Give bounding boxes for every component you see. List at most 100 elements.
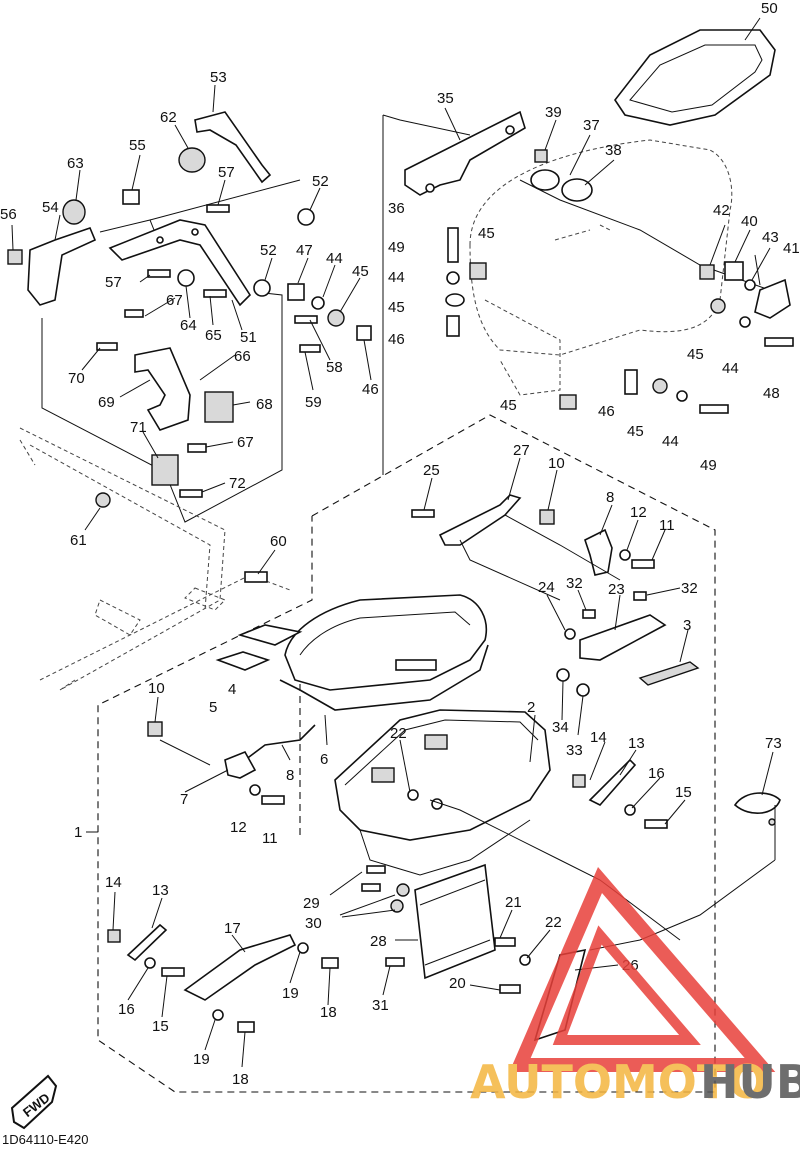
part-70-bolt [96, 342, 118, 351]
part-15-screw-a [644, 819, 668, 829]
part-71-stay [151, 454, 179, 486]
callout-62: 62 [160, 109, 177, 126]
callout-66: 66 [234, 348, 251, 365]
part-6-lid [284, 594, 487, 691]
part-19-washer-b [212, 1009, 224, 1021]
callout-3: 3 [683, 617, 691, 634]
callout-22a: 22 [390, 725, 407, 742]
part-2-case-latch-a [371, 767, 395, 783]
part-3-emblem [638, 661, 700, 686]
part-62-grommet [178, 147, 206, 173]
callout-36: 36 [388, 200, 405, 217]
part-24-washer [564, 628, 576, 640]
callout-7: 7 [180, 791, 188, 808]
leader-lines [11, 17, 776, 1068]
callout-10b: 10 [148, 680, 165, 697]
part-6-lid-handle [395, 659, 437, 671]
part-11-screw-a [631, 559, 655, 569]
part-40-latch [724, 261, 744, 281]
callout-10a: 10 [548, 455, 565, 472]
callout-42: 42 [713, 202, 730, 219]
callout-16a: 16 [648, 765, 665, 782]
callout-45d: 45 [687, 346, 704, 363]
part-8-latch-a [584, 528, 613, 576]
part-68-block [204, 391, 234, 423]
part-6-lid-seal [279, 644, 489, 711]
part-21-bolt [494, 937, 516, 947]
callout-24: 24 [538, 579, 555, 596]
part-9-rod [244, 724, 316, 761]
part-42-nut [699, 264, 715, 280]
callout-46b: 46 [598, 403, 615, 420]
fasteners-right [445, 227, 794, 414]
callout-70: 70 [68, 370, 85, 387]
watermark-triangle-icon [509, 866, 776, 1072]
callout-67a: 67 [166, 292, 183, 309]
bracket-group-outline [41, 291, 283, 523]
callout-15b: 15 [152, 1018, 169, 1035]
callout-1: 1 [74, 824, 82, 841]
part-53-stay [194, 111, 272, 184]
callout-63: 63 [67, 155, 84, 172]
callout-12b: 12 [230, 819, 247, 836]
part-16-washer-b [144, 957, 156, 969]
callout-29: 29 [303, 895, 320, 912]
watermark-brand-b: HUB [700, 1055, 800, 1109]
callout-11b: 11 [262, 830, 278, 847]
callout-51: 51 [240, 329, 257, 346]
part-54-bracket [27, 227, 97, 306]
part-66-bracket [134, 347, 191, 431]
callout-13b: 13 [152, 882, 169, 899]
callout-28: 28 [370, 933, 387, 950]
callout-69: 69 [98, 394, 115, 411]
part-5-pad [215, 651, 271, 671]
callout-50: 50 [761, 0, 778, 17]
callout-14a: 14 [590, 729, 607, 746]
callout-37: 37 [583, 117, 600, 134]
callout-9: 8 [286, 767, 294, 784]
callout-19a: 19 [282, 985, 299, 1002]
part-37-plate [530, 169, 560, 191]
callout-38: 38 [605, 142, 622, 159]
callout-45e: 45 [627, 423, 644, 440]
callout-60: 60 [270, 533, 287, 550]
part-14-clip-b [107, 929, 121, 943]
part-19-washer-a [297, 942, 309, 954]
callout-labels: 50 35 39 37 38 36 49 45 44 45 46 45 42 4… [0, 0, 800, 1088]
callout-44c: 44 [662, 433, 679, 450]
part-34-washer [556, 668, 570, 682]
callout-45a: 45 [478, 225, 495, 242]
part-27-hinge [438, 494, 522, 546]
part-17-hinge [183, 934, 297, 1001]
part-32-tape-a [582, 609, 596, 619]
callout-57b: 57 [105, 274, 122, 291]
callout-5: 5 [209, 699, 217, 716]
callout-45c: 45 [500, 397, 517, 414]
callout-71: 71 [130, 419, 147, 436]
part-30-nut-a [396, 883, 410, 897]
part-25-bolt [411, 509, 435, 518]
part-11-screw-b [261, 795, 285, 805]
callout-34: 34 [552, 719, 569, 736]
callout-6: 6 [320, 751, 328, 768]
part-72-bolt [179, 489, 203, 498]
callout-55: 55 [129, 137, 146, 154]
callout-49b: 49 [700, 457, 717, 474]
callout-57a: 57 [218, 164, 235, 181]
part-33-washer [576, 683, 590, 697]
callout-65: 65 [205, 327, 222, 344]
part-10-clip-a [539, 509, 555, 525]
callout-25: 25 [423, 462, 440, 479]
watermark-logo: AUTOMOTO HUB [470, 866, 800, 1109]
callout-73: 73 [765, 735, 782, 752]
fasteners-middle [124, 269, 372, 353]
callout-41: 41 [783, 240, 800, 257]
part-28-backplate [414, 863, 496, 980]
part-29-bolt-b [361, 883, 381, 892]
part-60-bolt [244, 571, 268, 583]
part-43-washer [744, 279, 756, 291]
part-13-hinge-a [588, 758, 637, 806]
callout-43: 43 [762, 229, 779, 246]
